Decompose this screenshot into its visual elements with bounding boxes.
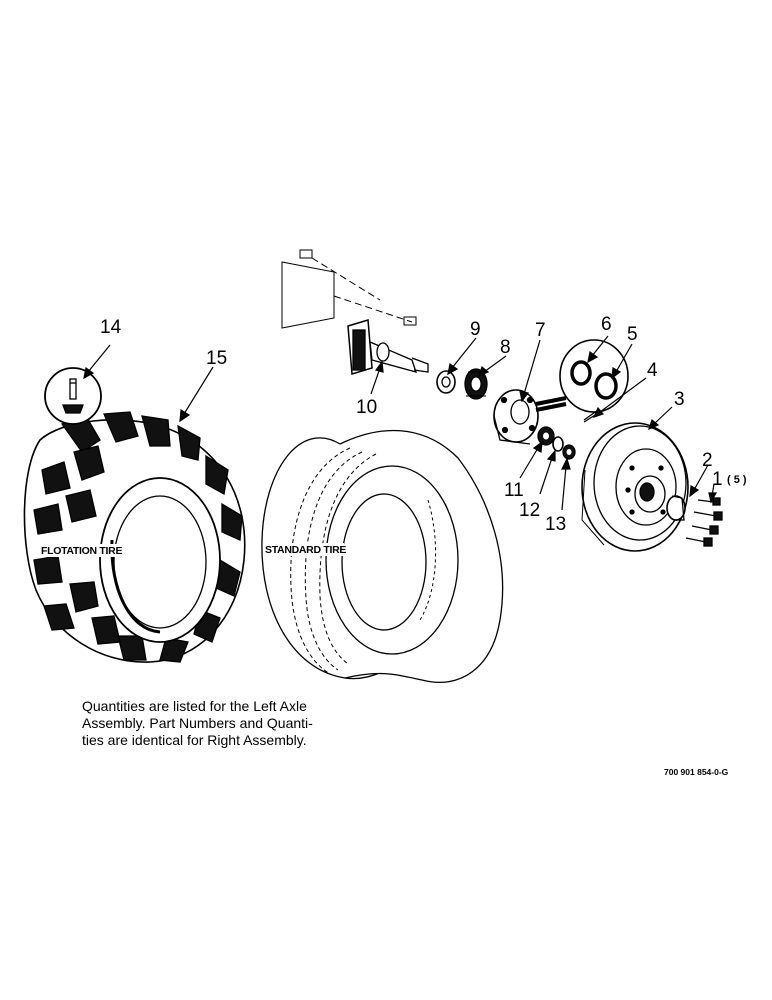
callout-10: 10: [356, 397, 377, 418]
callout-1: 1: [712, 469, 723, 490]
callout-11: 11: [504, 480, 524, 501]
note-line: Quantities are listed for the Left Axle: [82, 698, 307, 714]
note-line: ties are identical for Right Assembly.: [82, 732, 307, 748]
leader-lines: [83, 335, 718, 511]
callout-6: 6: [601, 314, 612, 335]
standard-tire: [261, 429, 504, 684]
standard-tire-label: STANDARD TIRE: [265, 544, 346, 556]
callout-12: 12: [519, 500, 540, 521]
callout-4: 4: [647, 360, 658, 381]
wheel-hub: [493, 389, 539, 445]
drawing-number: 700 901 854-0-G: [664, 767, 729, 777]
callout-5: 5: [627, 324, 638, 345]
note-line: Assembly. Part Numbers and Quanti-: [82, 715, 313, 731]
wheel-rim: [581, 422, 689, 552]
callout-15: 15: [206, 348, 227, 369]
callout-9: 9: [470, 319, 481, 340]
bearing-cone: [436, 370, 456, 394]
quantity-note: Quantities are listed for the Left Axle …: [82, 698, 332, 749]
flotation-tire-label: FLOTATION TIRE: [41, 545, 122, 557]
bearing-cups-detail: [535, 339, 629, 413]
wheel-bolts: [685, 497, 723, 547]
callout-7: 7: [535, 320, 546, 341]
callout-3: 3: [674, 389, 685, 410]
flotation-tire: [23, 411, 246, 663]
spindle-nut: [537, 426, 555, 446]
callout-2: 2: [702, 450, 713, 471]
callout-numbers: 14 15 10 9 8 7 6 5 4 3 2 1 ( 5 ) 11 12 1…: [100, 314, 747, 535]
hub-cap: [666, 495, 686, 521]
callout-14: 14: [100, 317, 122, 338]
spindle-washer: [552, 436, 564, 452]
axle-mount-plate: [281, 249, 417, 329]
valve-stem-detail: [44, 367, 102, 425]
spindle: [347, 319, 429, 375]
callout-13: 13: [545, 514, 566, 535]
callout-8: 8: [500, 337, 511, 358]
dust-cap: [562, 444, 576, 460]
callout-1-quantity: ( 5 ): [727, 474, 747, 486]
